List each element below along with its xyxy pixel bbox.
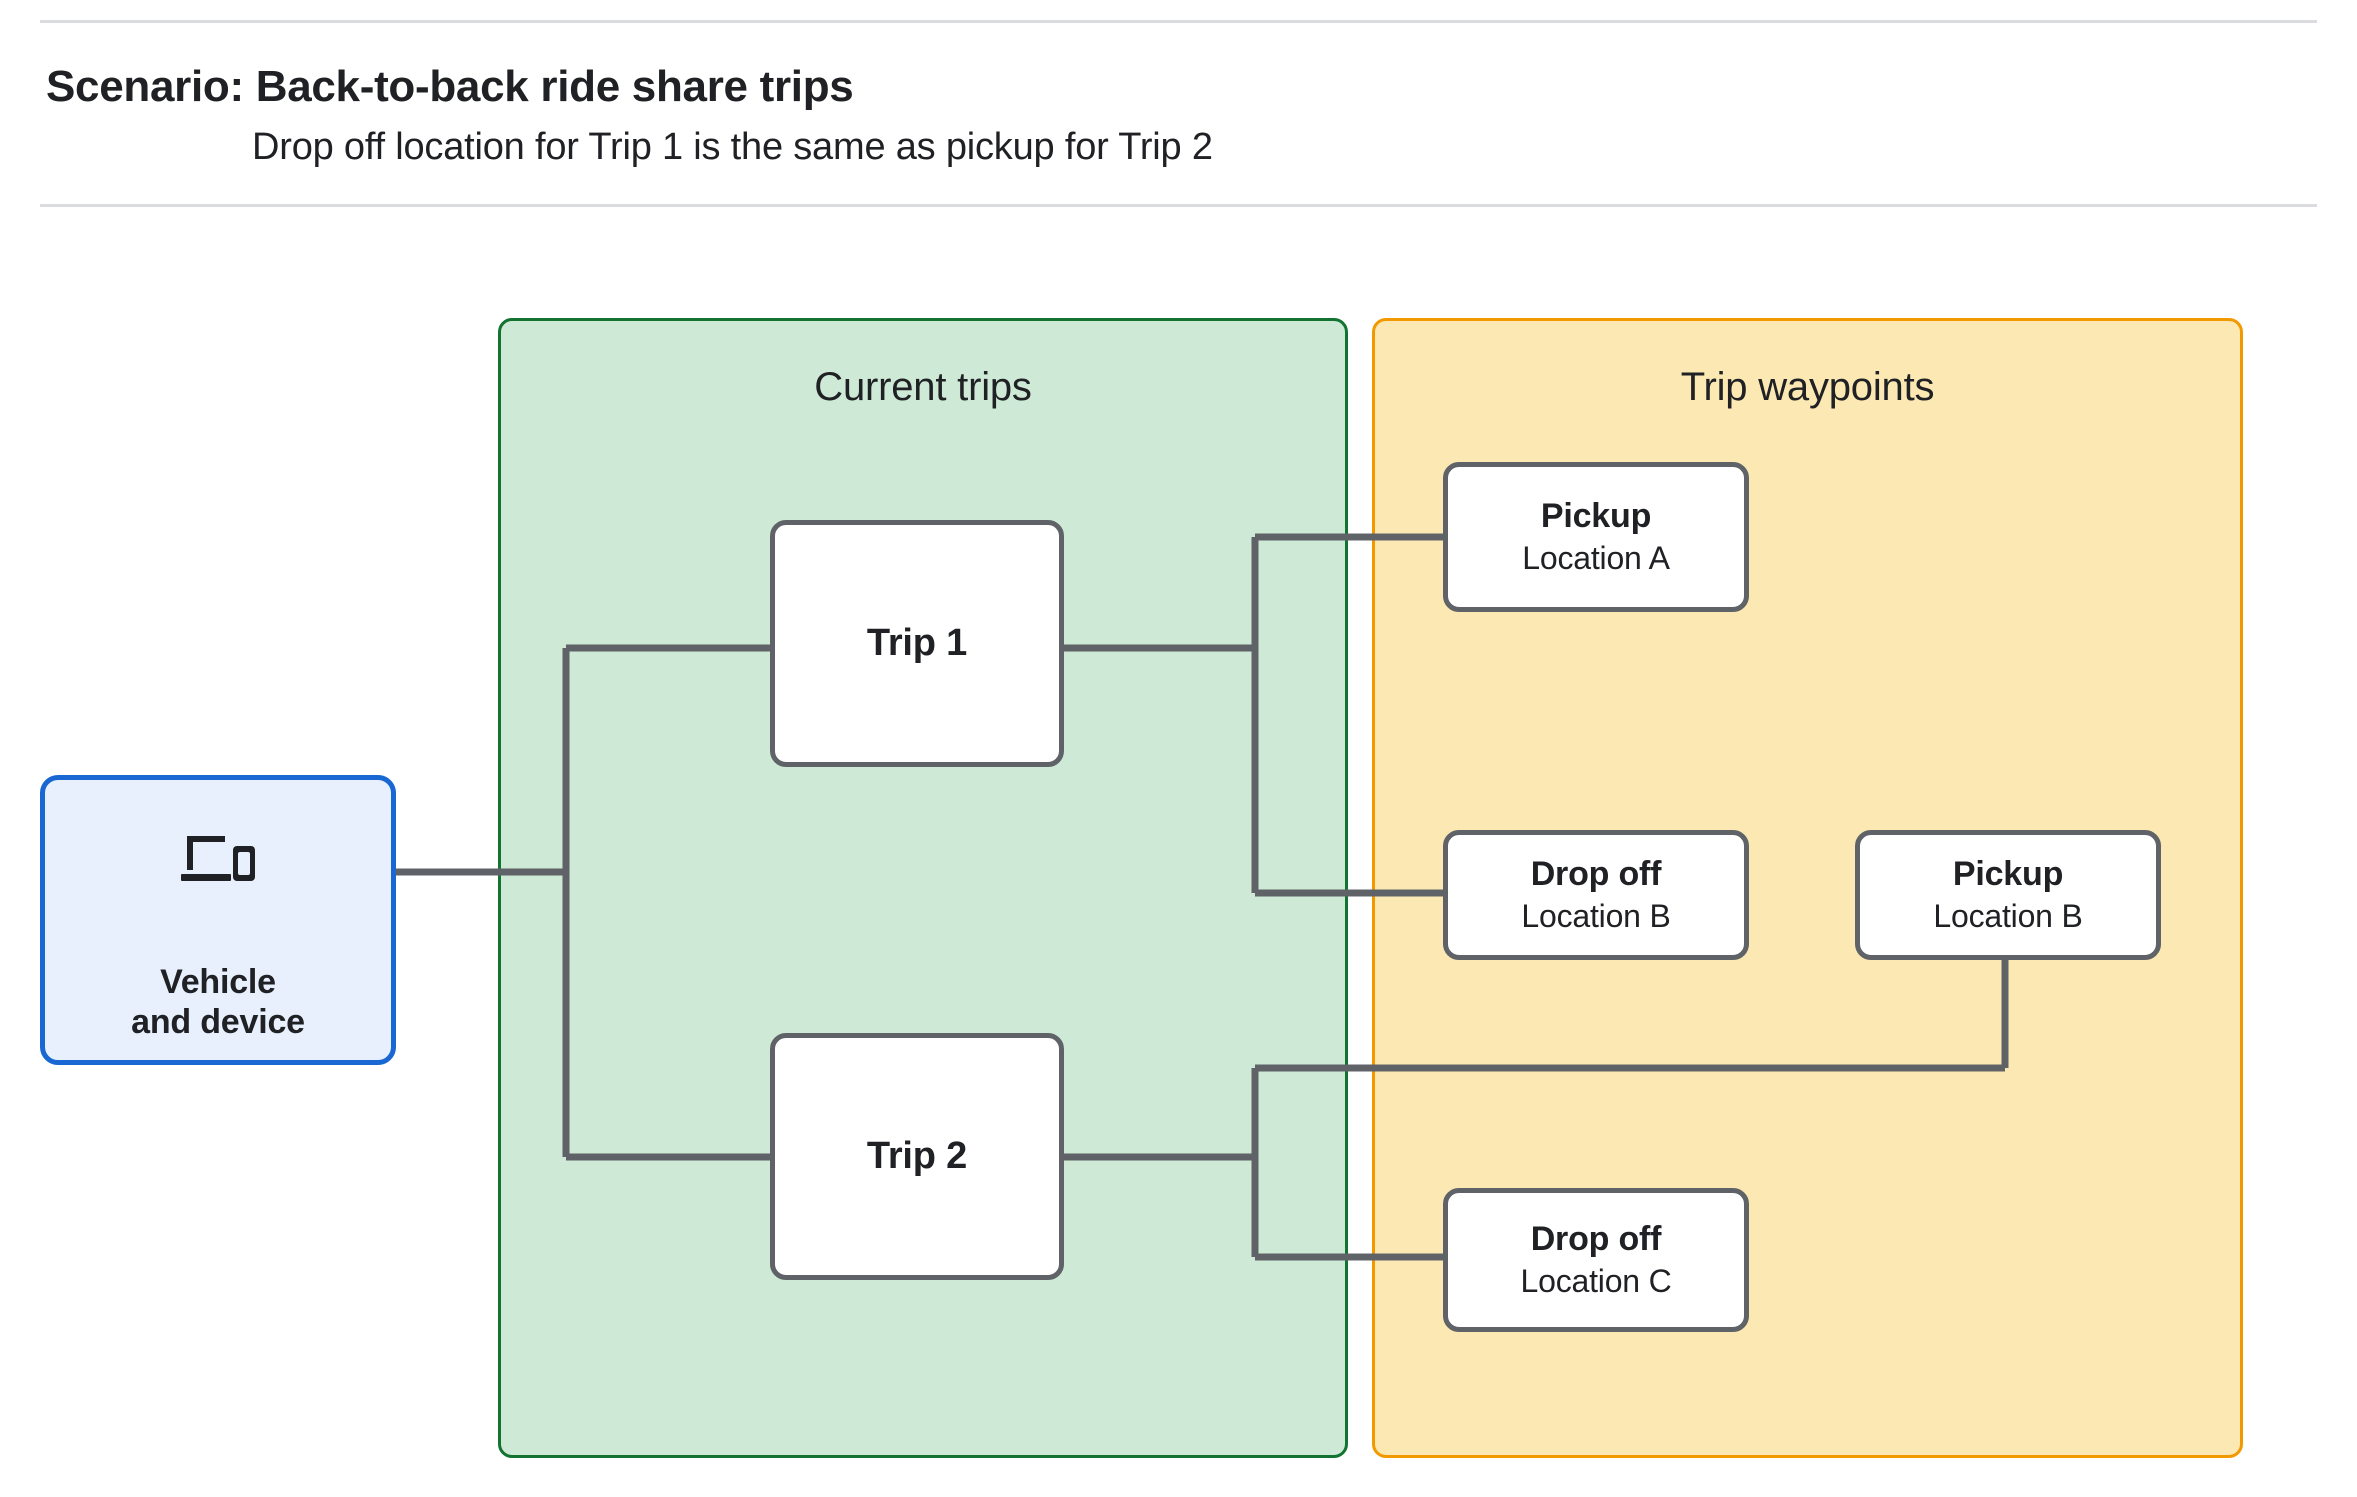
waypoint-dropoff-b-type: Drop off	[1530, 855, 1662, 894]
waypoint-dropoff-b-location: Location B	[1521, 898, 1671, 935]
node-trip-1-label: Trip 1	[866, 622, 968, 665]
waypoint-dropoff-c-location: Location C	[1520, 1263, 1672, 1300]
group-current-trips: Current trips	[498, 318, 1348, 1458]
node-waypoint-dropoff-c[interactable]: Drop off Location C	[1443, 1188, 1749, 1332]
laptop-and-phone-icon	[181, 836, 255, 881]
node-trip-2-label: Trip 2	[866, 1135, 968, 1178]
header-divider-top	[40, 20, 2317, 23]
vehicle-and-device-label: Vehicle and device	[131, 963, 305, 1042]
group-trip-waypoints-title: Trip waypoints	[1680, 365, 1935, 409]
node-trip-1[interactable]: Trip 1	[770, 520, 1064, 767]
node-waypoint-dropoff-b[interactable]: Drop off Location B	[1443, 830, 1749, 960]
waypoint-dropoff-c-type: Drop off	[1530, 1220, 1662, 1259]
node-waypoint-pickup-b[interactable]: Pickup Location B	[1855, 830, 2161, 960]
node-waypoint-pickup-a[interactable]: Pickup Location A	[1443, 462, 1749, 612]
waypoint-pickup-a-type: Pickup	[1540, 497, 1652, 536]
node-trip-2[interactable]: Trip 2	[770, 1033, 1064, 1280]
waypoint-pickup-b-location: Location B	[1933, 898, 2083, 935]
vehicle-and-device-card[interactable]: Vehicle and device	[40, 775, 396, 1065]
group-current-trips-title: Current trips	[814, 365, 1032, 409]
header-divider-bottom	[40, 204, 2317, 207]
waypoint-pickup-a-location: Location A	[1522, 540, 1670, 577]
page-title: Scenario: Back-to-back ride share trips	[46, 62, 854, 111]
page-subtitle: Drop off location for Trip 1 is the same…	[252, 126, 1213, 168]
waypoint-pickup-b-type: Pickup	[1952, 855, 2064, 894]
